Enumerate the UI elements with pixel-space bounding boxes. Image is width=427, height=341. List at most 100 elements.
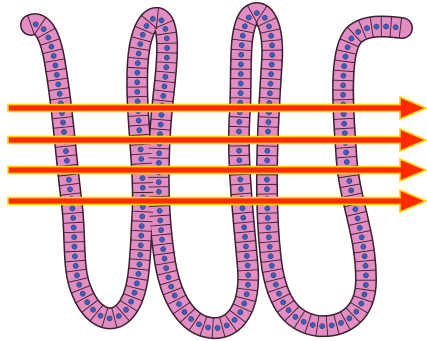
nucleus: [344, 159, 349, 164]
nucleus: [237, 119, 242, 124]
nucleus: [383, 24, 388, 29]
nucleus: [54, 72, 59, 77]
nucleus: [329, 323, 334, 328]
nucleus: [244, 292, 249, 297]
nucleus: [242, 225, 247, 230]
nucleus: [158, 218, 163, 223]
nucleus: [359, 301, 364, 306]
nucleus: [239, 43, 244, 48]
nucleus: [71, 215, 76, 220]
nucleus: [349, 36, 354, 41]
nucleus: [77, 282, 82, 287]
nucleus: [264, 177, 269, 182]
nucleus: [161, 247, 166, 252]
nucleus: [349, 188, 354, 193]
nucleus: [157, 151, 162, 156]
nucleus: [156, 179, 161, 184]
nucleus: [163, 26, 168, 31]
nucleus: [164, 55, 169, 60]
nucleus: [236, 129, 241, 134]
nucleus: [266, 24, 271, 29]
nucleus: [136, 118, 141, 123]
nucleus: [140, 32, 145, 37]
nucleus: [310, 322, 315, 327]
nucleus: [98, 313, 103, 318]
nucleus: [132, 290, 137, 295]
cell-wall: [238, 280, 259, 281]
nucleus: [276, 291, 281, 296]
nucleus: [135, 80, 140, 85]
nucleus: [176, 301, 181, 306]
nucleus: [265, 129, 270, 134]
nucleus: [254, 10, 259, 15]
nucleus: [340, 83, 345, 88]
nucleus: [347, 316, 352, 321]
nucleus: [238, 177, 243, 182]
nucleus: [70, 206, 75, 211]
nucleus: [265, 215, 270, 220]
nucleus: [266, 119, 271, 124]
nucleus: [158, 122, 163, 127]
nucleus: [159, 18, 164, 23]
nucleus: [343, 54, 348, 59]
nucleus: [237, 158, 242, 163]
nucleus: [269, 263, 274, 268]
nucleus: [224, 323, 229, 328]
nucleus: [64, 158, 69, 163]
nucleus: [107, 316, 112, 321]
nucleus: [144, 23, 149, 28]
nucleus: [273, 282, 278, 287]
nucleus: [269, 33, 274, 38]
nucleus: [363, 263, 368, 268]
nucleus: [71, 225, 76, 230]
nucleus: [362, 254, 367, 259]
nucleus: [241, 215, 246, 220]
nucleus: [342, 64, 347, 69]
cell-wall: [230, 98, 251, 99]
nucleus: [266, 225, 271, 230]
nucleus: [169, 284, 174, 289]
nucleus: [269, 43, 274, 48]
nucleus: [240, 33, 245, 38]
nucleus: [341, 111, 346, 116]
nucleus: [245, 263, 250, 268]
nucleus: [57, 91, 62, 96]
nucleus: [320, 324, 325, 329]
nucleus: [265, 148, 270, 153]
nucleus: [67, 187, 72, 192]
nucleus: [74, 273, 79, 278]
nucleus: [215, 325, 220, 330]
nucleus: [135, 89, 140, 94]
nucleus: [244, 253, 249, 258]
nucleus: [359, 235, 364, 240]
nucleus: [268, 254, 273, 259]
cell-wall: [148, 158, 169, 159]
nucleus: [138, 243, 143, 248]
nucleus: [266, 235, 271, 240]
nucleus: [53, 63, 58, 68]
nucleus: [267, 244, 272, 249]
nucleus: [137, 128, 142, 133]
nucleus: [347, 178, 352, 183]
nucleus: [159, 237, 164, 242]
nucleus: [41, 27, 46, 32]
nucleus: [293, 314, 298, 319]
nucleus: [136, 51, 141, 56]
nucleus: [355, 216, 360, 221]
cell-wall: [229, 126, 250, 127]
nucleus: [239, 52, 244, 57]
nucleus: [246, 15, 251, 20]
nucleus: [139, 223, 144, 228]
nucleus: [135, 70, 140, 75]
nucleus: [60, 120, 65, 125]
nucleus: [345, 45, 350, 50]
nucleus: [363, 273, 368, 278]
nucleus: [245, 282, 250, 287]
nucleus: [136, 271, 141, 276]
nucleus: [341, 73, 346, 78]
nucleus: [66, 177, 71, 182]
nucleus: [242, 234, 247, 239]
nucleus: [163, 74, 168, 79]
nucleus: [138, 41, 143, 46]
